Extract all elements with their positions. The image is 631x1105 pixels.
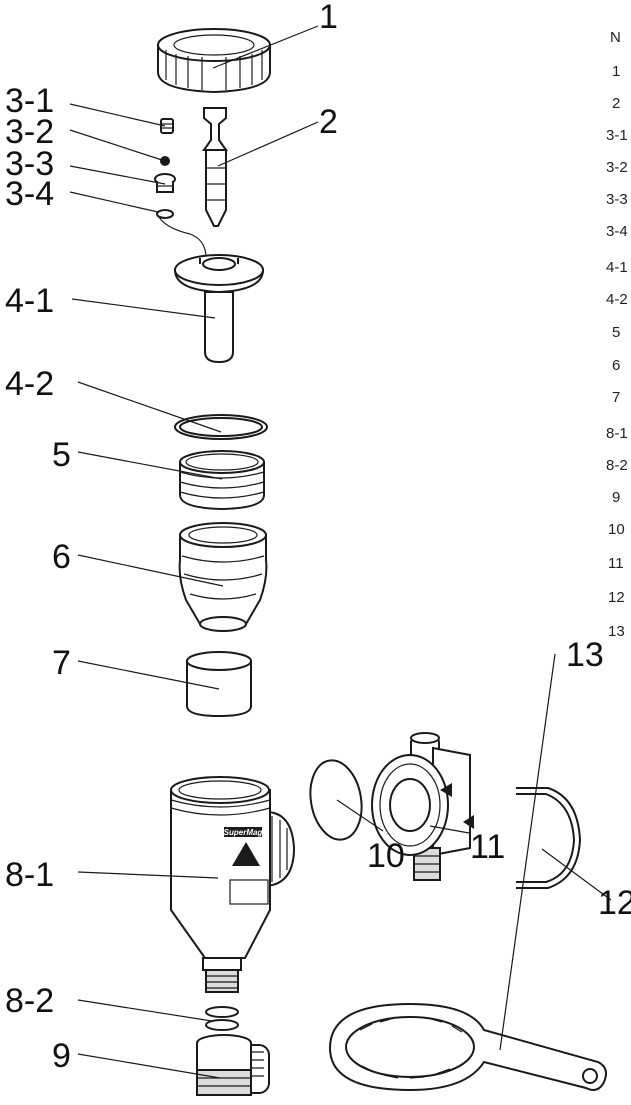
part-1-cap-ring (157, 28, 271, 94)
callout-11: 11 (470, 828, 505, 866)
part-3-4-washer (156, 209, 207, 259)
table-row: 2 (612, 95, 620, 112)
leader-lines (69, 25, 612, 1079)
table-row: 3-3 (606, 191, 628, 208)
callout-4-1: 4-1 (5, 282, 54, 320)
callout-4-2: 4-2 (5, 365, 54, 403)
part-11-valve-body (371, 732, 474, 881)
table-row: 3-2 (606, 159, 628, 176)
callout-10: 10 (367, 837, 405, 875)
part-8-1-filter-body: SuperMag (170, 776, 296, 993)
callout-12: 12 (598, 884, 631, 922)
table-row: 6 (612, 357, 620, 374)
callout-3-3: 3-3 (5, 145, 54, 183)
part-12-clip (516, 787, 582, 889)
callout-13: 13 (566, 636, 604, 674)
table-row: 3-4 (606, 223, 628, 240)
part-5-threaded-ring (179, 450, 265, 511)
table-row: 12 (608, 589, 625, 606)
part-2-magnet-rod (202, 107, 228, 227)
callout-8-1: 8-1 (5, 856, 54, 894)
part-10-gasket (309, 759, 363, 841)
table-row: 10 (608, 521, 625, 538)
table-row: 5 (612, 324, 620, 341)
callout-3-4: 3-4 (5, 175, 54, 213)
table-row: 13 (608, 623, 625, 640)
part-8-2-o-rings (205, 1006, 239, 1031)
table-row: 11 (608, 555, 624, 572)
table-row: 7 (612, 389, 620, 406)
callout-5: 5 (52, 436, 71, 474)
part-13-wrench (328, 1002, 607, 1092)
parts-number-table: N 1 2 3-1 3-2 3-3 3-4 4-1 4-2 5 6 7 8-1 … (606, 29, 628, 640)
table-row: 8-2 (606, 457, 628, 474)
callout-3-2: 3-2 (5, 113, 54, 151)
callout-labels: 1 2 3-1 3-2 3-3 3-4 4-1 4-2 5 6 7 8-1 8-… (5, 0, 631, 1075)
part-6-inner-cup (178, 522, 268, 632)
table-row: 4-2 (606, 291, 628, 308)
callout-3-1: 3-1 (5, 82, 54, 120)
callout-2: 2 (319, 103, 338, 141)
callout-7: 7 (52, 644, 71, 682)
part-3-1-screw (160, 118, 174, 134)
table-row: 8-1 (606, 425, 628, 442)
callout-8-2: 8-2 (5, 982, 54, 1020)
table-row: 9 (612, 489, 620, 506)
table-row: 4-1 (606, 259, 628, 276)
table-row: 3-1 (606, 127, 628, 144)
part-4-1-top-cover (173, 254, 265, 364)
callout-6: 6 (52, 538, 71, 576)
part-9-drain-tap (196, 1034, 270, 1096)
table-header: N (610, 29, 621, 46)
table-row: 1 (612, 63, 620, 80)
part-4-2-o-ring (174, 414, 268, 440)
callout-9: 9 (52, 1037, 71, 1075)
callout-1: 1 (319, 0, 338, 36)
body-brand-label: SuperMag (224, 828, 263, 837)
part-3-3-nipple (154, 173, 176, 193)
